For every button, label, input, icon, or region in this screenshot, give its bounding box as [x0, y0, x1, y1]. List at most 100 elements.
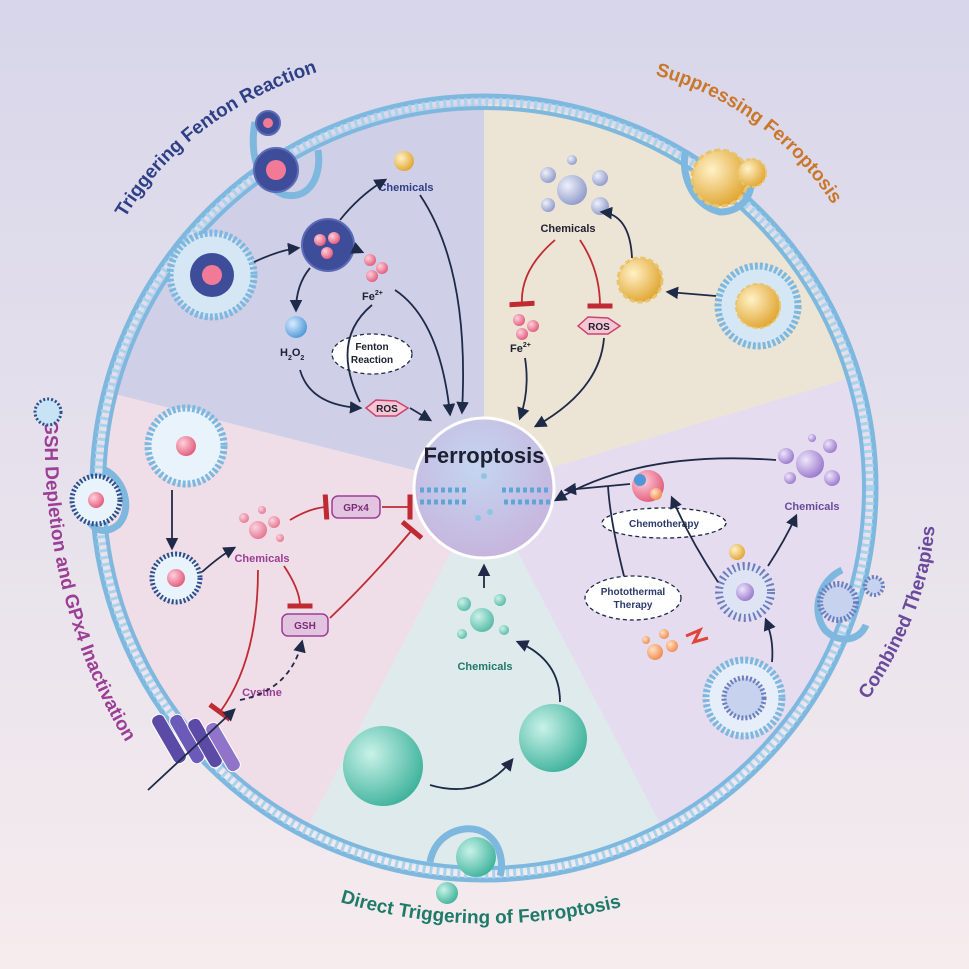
fenton-fe-label: Fe2+ [362, 290, 383, 303]
gsh-inhibit-gsh [283, 565, 313, 609]
combined-drug-cluster-orange [650, 488, 662, 500]
fenton-section: Chemicals Fe2+ H2O2 Fenton Reaction ROS [166, 110, 469, 422]
endocytosis-pocket-left [86, 466, 130, 534]
direct-particle-right [519, 704, 587, 772]
direct-arrow-left-to-right [429, 758, 514, 790]
fenton-arrow-particle-to-h2o2 [289, 267, 311, 313]
gsh-liposome-cargo [176, 436, 196, 456]
fenton-reaction-line2: Reaction [351, 355, 393, 366]
suppressing-section: Chemicals Fe2+ ROS [509, 148, 802, 428]
core-title: Ferroptosis [423, 443, 544, 468]
direct-section: Chemicals [343, 563, 587, 904]
direct-chemical-ball [494, 594, 506, 606]
combined-section: Chemicals Chemotherapy Photothermal Ther… [553, 434, 885, 740]
combined-lightning-icon [685, 627, 709, 645]
gsh-inhibit-gpx4 [289, 494, 330, 521]
fenton-ros-badge [364, 399, 410, 417]
combined-liposome-cargo [721, 675, 767, 721]
suppress-fe-ball [513, 314, 525, 326]
fenton-released-core-2 [328, 232, 340, 244]
gpx4-label: GPx4 [343, 503, 369, 514]
photothermal-line1: Photothermal [601, 587, 666, 598]
fenton-liposome-cargo-core [202, 265, 222, 285]
gsh-micelle-inside-core [167, 569, 185, 587]
fenton-released-core-1 [314, 234, 326, 246]
direct-chemical-ball [499, 625, 509, 635]
combined-chemical-ball [778, 448, 794, 464]
suppress-liposome-cargo [735, 283, 781, 329]
combined-chemicals-label: Chemicals [784, 501, 839, 513]
photothermal-bubble [584, 575, 682, 621]
suppress-chemical-ball [540, 167, 556, 183]
suppress-chemical-ball [592, 170, 608, 186]
combined-chemical-ball [784, 472, 796, 484]
combined-particle-outside-large [817, 581, 859, 623]
xct-transporter [151, 713, 241, 773]
direct-arrow-right-to-chemicals [515, 640, 561, 703]
combined-arrow-liposome-to-particle [763, 617, 776, 663]
gsh-chemicals-label: Chemicals [234, 553, 289, 565]
fenton-fe-ball [376, 262, 388, 274]
cystine-import-arrow [147, 708, 236, 791]
fenton-released-core-3 [321, 247, 333, 259]
direct-chemical-ball [457, 597, 471, 611]
combined-heat-ball [647, 644, 663, 660]
fenton-arrow-chemicals-to-core [419, 194, 469, 415]
suppress-arrow-liposome-to-flower [665, 286, 717, 300]
gsh-micelle-outside-small [33, 397, 63, 427]
combined-particle-outside-small [863, 575, 885, 597]
combined-chemical-ball [796, 450, 824, 478]
endocytosis-pocket-bottom [426, 825, 505, 878]
gpx4-box [331, 495, 381, 519]
suppress-ros-label: ROS [588, 322, 610, 333]
core-membrane-left [420, 487, 468, 505]
gsh-chemical-ball [239, 513, 249, 523]
direct-particle-outside-small [436, 882, 458, 904]
gsh-inhibit-transporter [208, 569, 259, 722]
combined-arrow-particle-to-drug [670, 495, 719, 583]
suppress-ros-badge [576, 316, 622, 335]
combined-arrow-photothermal-to-core [607, 485, 625, 577]
combined-chemical-ball [823, 439, 837, 453]
suppress-fe-label: Fe2+ [510, 342, 531, 355]
endocytosis-pocket-top-left [249, 121, 323, 200]
fenton-arrow-particle-to-chemicals [339, 178, 388, 221]
suppress-inhibit-fe [509, 239, 556, 308]
suppress-chemical-ball [541, 198, 555, 212]
core-pore-bead [475, 515, 481, 521]
cystine-label: Cystine [242, 687, 282, 699]
fenton-arrow-ros-to-core [409, 407, 433, 422]
fenton-reaction-bubble [331, 333, 413, 375]
combined-chemical-ball [824, 470, 840, 486]
chemotherapy-label: Chemotherapy [629, 519, 699, 530]
suppress-arrow-fe-to-core [517, 357, 530, 421]
combined-arrow-drug-to-core [563, 482, 631, 496]
core-pore-bead [481, 473, 487, 479]
combined-chemical-ball [808, 434, 816, 442]
suppress-fe-ball [527, 320, 539, 332]
photothermal-line2: Therapy [614, 600, 653, 611]
fenton-fe-ball [364, 254, 376, 266]
direct-chemical-ball [457, 629, 467, 639]
core-membrane-right [502, 487, 550, 505]
gsh-label: GSH [294, 621, 316, 632]
gsh-inhibit-core [329, 519, 424, 619]
suppress-chemicals-label: Chemicals [540, 223, 595, 235]
fenton-chemical-ball [394, 151, 414, 171]
fenton-chemicals-label: Chemicals [378, 182, 433, 194]
fenton-fe-ball [366, 270, 378, 282]
fenton-h2o2-ball [285, 316, 307, 338]
combined-gold-ball [729, 544, 745, 560]
suppress-chemical-ball [557, 175, 587, 205]
combined-heat-ball [666, 640, 678, 652]
gsh-chemical-ball [249, 521, 267, 539]
direct-particle-outside-large [456, 837, 496, 877]
fenton-arrow-h2o2-to-ros [299, 369, 363, 414]
direct-chemical-ball [470, 608, 494, 632]
fenton-nanoparticle-medium-core [266, 160, 286, 180]
suppress-arrow-flower-to-chemicals [599, 206, 633, 259]
suppress-fe-ball [516, 328, 528, 340]
gsh-chemical-ball [258, 506, 266, 514]
direct-particle-left [343, 726, 423, 806]
